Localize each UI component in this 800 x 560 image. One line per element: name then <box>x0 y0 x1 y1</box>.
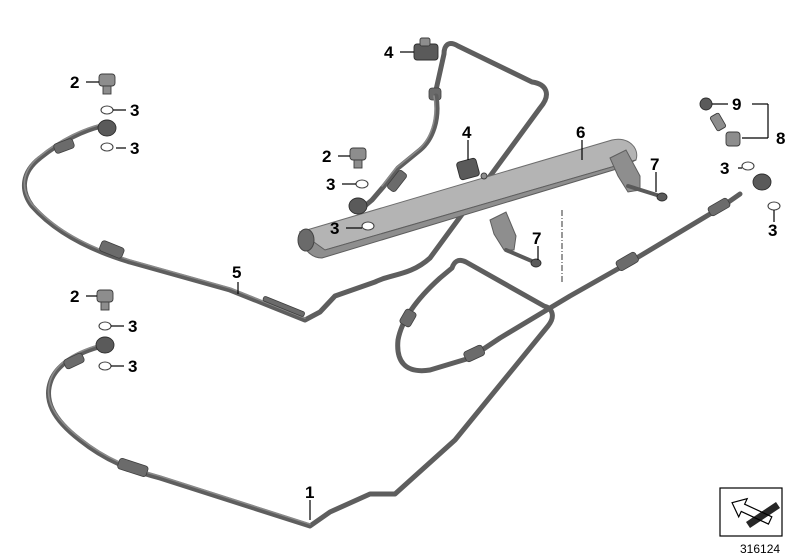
rail-bracket <box>489 211 517 251</box>
fitting-group-right <box>699 97 781 211</box>
callout-3: 3 <box>128 317 137 336</box>
callout-7: 7 <box>532 229 541 248</box>
callout-2: 2 <box>70 73 79 92</box>
hose-sleeve <box>63 352 85 370</box>
callout-1: 1 <box>305 483 314 502</box>
sealing-washer-icon <box>767 201 781 211</box>
callout-7: 7 <box>650 155 659 174</box>
banjo-fitting-icon <box>348 197 368 215</box>
sealing-washer-icon <box>100 142 114 152</box>
sealing-washer-icon <box>361 221 375 231</box>
hose-sleeve <box>117 457 149 477</box>
hose-sleeve <box>707 197 731 217</box>
bleed-cap-icon <box>699 97 713 111</box>
banjo-bolt-icon <box>725 131 741 147</box>
banjo-fitting-icon <box>752 173 772 191</box>
callout-3: 3 <box>330 219 339 238</box>
hose-sleeve <box>387 170 407 192</box>
hose-sleeve <box>99 240 125 259</box>
fitting-group-lower-left <box>95 289 115 371</box>
banjo-bolt-icon <box>349 147 367 161</box>
callout-2: 2 <box>70 287 79 306</box>
part-number: 316124 <box>740 542 780 556</box>
callout-2: 2 <box>322 147 331 166</box>
hose-sleeve <box>53 138 75 154</box>
fitting-group-middle <box>348 147 375 231</box>
callout-8: 8 <box>776 129 785 148</box>
sealing-washer-icon <box>741 161 755 171</box>
bolt-7-right <box>626 184 668 202</box>
fitting-group-top-left <box>97 73 117 152</box>
sealing-washer-icon <box>98 321 112 331</box>
hose-sleeve <box>615 251 639 271</box>
leader-lines <box>86 51 775 520</box>
banjo-fitting-icon <box>95 336 115 354</box>
banjo-bolt-icon <box>96 289 114 303</box>
callout-3: 3 <box>128 357 137 376</box>
callout-5: 5 <box>232 263 241 282</box>
banjo-bolt-shaft <box>102 85 112 95</box>
orientation-arrow-icon <box>719 487 783 537</box>
brake-line-5 <box>22 41 549 323</box>
hose-sleeve <box>262 296 305 317</box>
callout-6: 6 <box>576 123 585 142</box>
callout-3: 3 <box>130 101 139 120</box>
sealing-washer-icon <box>355 179 369 189</box>
hose-clip-4-top <box>413 37 439 61</box>
hose-clip-4-middle <box>456 157 488 181</box>
sealing-washer-icon <box>100 105 114 115</box>
brake-line-1 <box>46 191 743 529</box>
hose-sleeve <box>399 308 417 328</box>
callout-4: 4 <box>462 123 472 142</box>
callout-4: 4 <box>384 43 394 62</box>
callout-3: 3 <box>130 139 139 158</box>
callout-3: 3 <box>326 175 335 194</box>
sealing-washer-icon <box>98 361 112 371</box>
banjo-bolt-shaft <box>100 301 110 311</box>
brake-line-branch <box>357 93 440 213</box>
callout-9: 9 <box>732 95 741 114</box>
bolt-7-left <box>504 248 542 268</box>
banjo-fitting-icon <box>97 119 117 137</box>
hose-sleeve <box>463 344 486 363</box>
distributor-rail-6 <box>297 138 641 282</box>
bleed-valve-icon <box>709 112 727 132</box>
banjo-bolt-icon <box>98 73 116 87</box>
banjo-bolt-shaft <box>353 159 363 169</box>
callout-3: 3 <box>720 159 729 178</box>
callout-3: 3 <box>768 221 777 240</box>
